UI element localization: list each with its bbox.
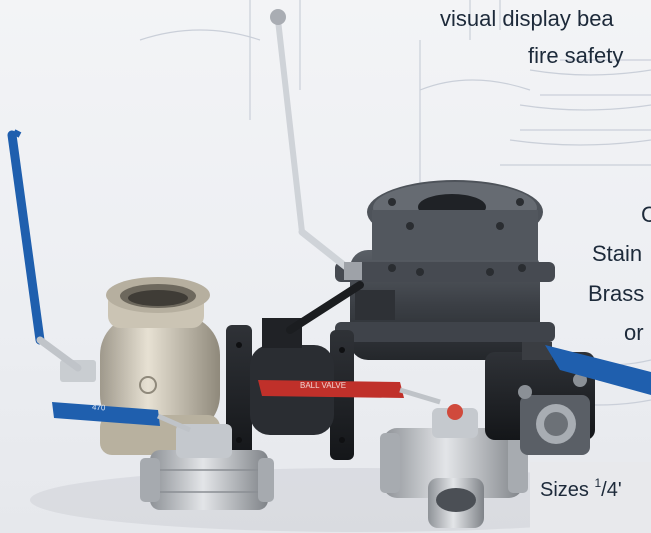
caption-line-stainless: Stain <box>592 241 643 266</box>
red-handle-marking: BALL VALVE <box>300 381 347 390</box>
steel-lever-handle <box>270 9 362 280</box>
blue-lever-handle <box>7 129 82 372</box>
sizes-suffix: /4' <box>601 479 622 501</box>
caption-line-fire-safety: fire safety <box>528 43 624 68</box>
background-drawing <box>139 0 651 406</box>
sizes-prefix: Sizes <box>540 479 595 501</box>
square-body-ball-valve <box>485 342 651 455</box>
red-lever-handle <box>258 380 441 405</box>
flanged-ball-valve <box>226 281 364 460</box>
three-piece-ball-valve <box>140 424 274 510</box>
caption-panel <box>530 462 651 533</box>
caption-sizes: Sizes 1/4' <box>540 477 622 500</box>
sizes-superscript: 1 <box>594 476 602 490</box>
caption-line-display: visual display bea <box>440 6 614 31</box>
blue-handle-marking: 470 <box>91 402 106 413</box>
caption-line-brass: Brass <box>588 281 645 306</box>
caption-line-c: C <box>641 202 651 227</box>
blue-short-handle <box>52 402 192 433</box>
large-flanged-ball-valve <box>335 180 555 360</box>
three-way-ball-valve <box>380 404 528 528</box>
caption-line-or: or <box>624 320 644 345</box>
